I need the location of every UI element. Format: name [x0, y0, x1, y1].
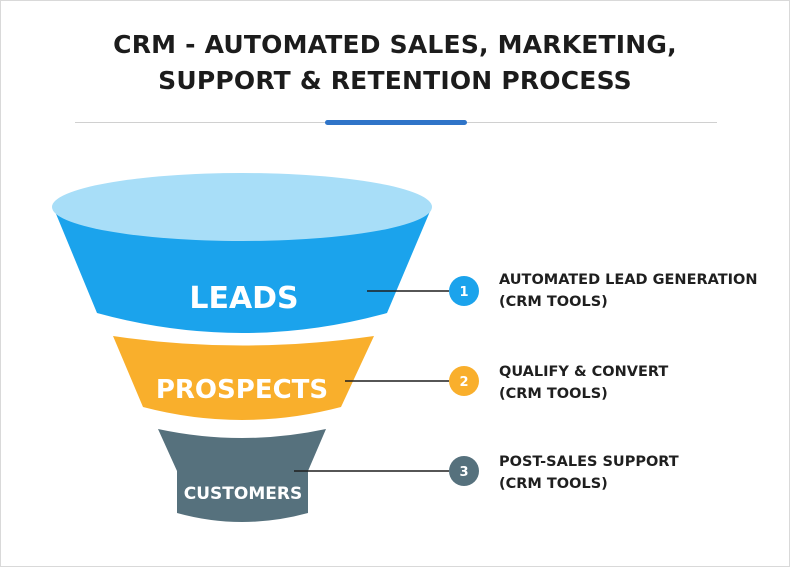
step-1-title: AUTOMATED LEAD GENERATION: [499, 272, 758, 288]
step-number-2: 2: [459, 375, 468, 390]
step-2-title: QUALIFY & CONVERT: [499, 364, 669, 380]
step-3-title: POST-SALES SUPPORT: [499, 454, 679, 470]
title-line-2: SUPPORT & RETENTION PROCESS: [158, 66, 632, 95]
step-1-description: AUTOMATED LEAD GENERATION (CRM TOOLS): [499, 269, 769, 313]
step-number-3: 3: [459, 465, 468, 480]
step-3-description: POST-SALES SUPPORT (CRM TOOLS): [499, 451, 769, 495]
step-2-description: QUALIFY & CONVERT (CRM TOOLS): [499, 361, 769, 405]
customers-label: CUSTOMERS: [184, 484, 302, 504]
step-number-1: 1: [459, 285, 468, 300]
step-2-subtitle: (CRM TOOLS): [499, 386, 608, 402]
step-badge-2: 2: [449, 366, 479, 396]
title-divider-accent: [325, 120, 467, 125]
step-1-subtitle: (CRM TOOLS): [499, 294, 608, 310]
funnel-stage-customers: CUSTOMERS: [158, 429, 326, 522]
leads-label: LEADS: [189, 281, 298, 316]
funnel-stage-leads: LEADS: [52, 173, 432, 333]
funnel-stage-prospects: PROSPECTS: [113, 336, 374, 420]
title-line-1: CRM - AUTOMATED SALES, MARKETING,: [113, 30, 677, 59]
leads-top-opening: [52, 173, 432, 241]
leads-body: [54, 209, 431, 333]
step-badge-1: 1: [449, 276, 479, 306]
step-badge-3: 3: [449, 456, 479, 486]
prospects-label: PROSPECTS: [156, 375, 328, 405]
page-title: CRM - AUTOMATED SALES, MARKETING, SUPPOR…: [1, 27, 789, 99]
step-3-subtitle: (CRM TOOLS): [499, 476, 608, 492]
customers-body: [158, 429, 326, 522]
prospects-body: [113, 336, 374, 420]
